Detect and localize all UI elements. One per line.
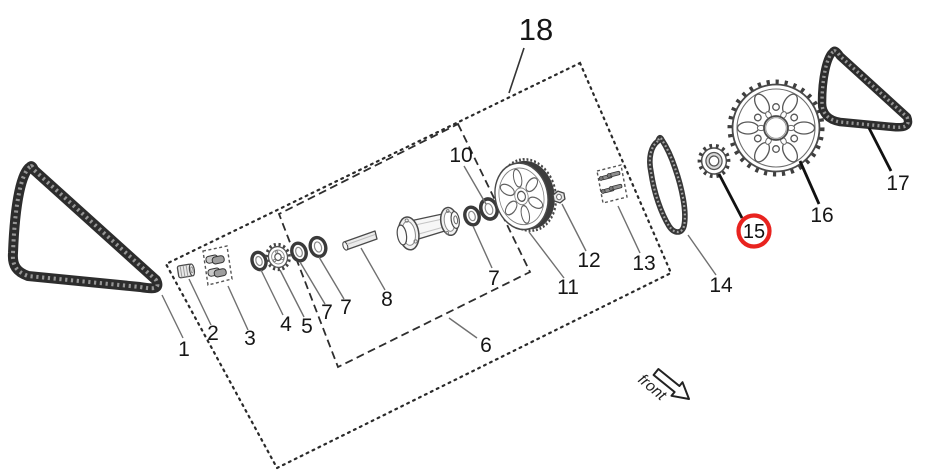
part-8-axle-pin: [342, 230, 378, 251]
part-11-belt-pulley: [494, 158, 558, 233]
highlight-circle: [736, 213, 772, 249]
callout-part-7b: 7: [340, 296, 352, 319]
part-7-bearing-c: [463, 205, 481, 227]
callout-part-16: 16: [810, 204, 833, 227]
leader-lines-thick: [717, 127, 893, 219]
part-7-bearing-a: [290, 241, 308, 263]
group-boundary-18: [164, 61, 673, 470]
part-16-rear-sprocket: [727, 79, 825, 177]
leader-18: [508, 47, 525, 94]
part-5-small-sprocket: [265, 242, 291, 272]
part-7-bearing-b: [308, 235, 328, 259]
callout-part-4: 4: [280, 313, 292, 336]
part-14-drive-belt: [647, 134, 688, 235]
callout-part-7a: 7: [321, 301, 333, 324]
leader-lines: [161, 165, 717, 339]
part-1-chain: [7, 161, 163, 294]
callout-part-5: 5: [301, 315, 313, 338]
callout-part-7c: 7: [488, 267, 500, 290]
callout-part-10: 10: [449, 144, 472, 167]
callout-part-14: 14: [709, 274, 733, 297]
part-13-hardware-box: [596, 164, 628, 204]
callout-part-8: 8: [381, 288, 393, 311]
wheel-hub: [396, 206, 460, 251]
callout-part-12: 12: [577, 249, 600, 272]
part-15-sprocket: [697, 143, 731, 179]
callout-group-6: 6: [480, 334, 492, 357]
part-4-bearing: [250, 250, 268, 272]
front-arrow: [652, 368, 690, 400]
group-boundary-6: [277, 122, 532, 369]
part-3-masterlink-box: [202, 245, 233, 286]
callout-part-15-highlighted: 15: [743, 221, 765, 243]
callout-part-1: 1: [178, 338, 190, 361]
masterlink-b: [207, 267, 227, 278]
callout-part-3: 3: [244, 327, 256, 350]
masterlink-a: [205, 254, 225, 265]
callout-part-17: 17: [886, 172, 909, 195]
part-2-bushing: [176, 263, 196, 279]
callout-part-13: 13: [632, 252, 655, 275]
callout-group-18: 18: [519, 12, 553, 47]
callout-part-2: 2: [207, 322, 219, 345]
callout-part-11: 11: [557, 276, 579, 299]
part-17-chain: [817, 46, 913, 132]
part-12-nut: [552, 190, 566, 204]
